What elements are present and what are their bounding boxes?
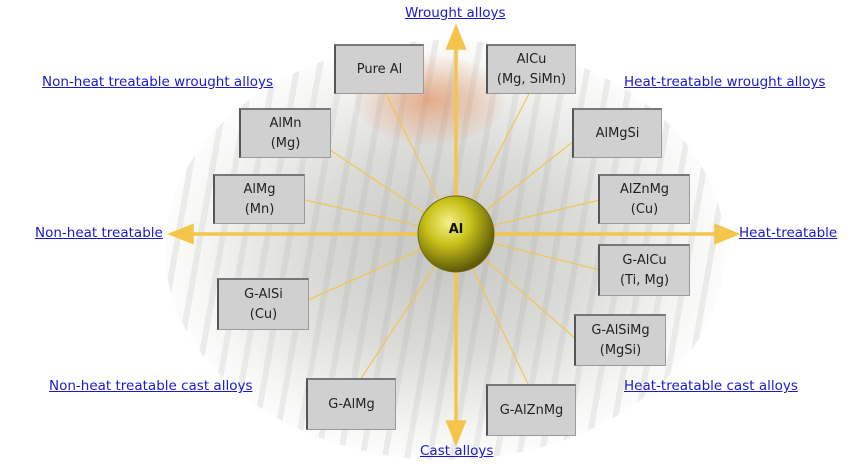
box-alcu: AlCu (Mg, SiMn) [486,44,576,94]
arrowhead-right [714,223,741,245]
link-wrought-alloys[interactable]: Wrought alloys [405,5,506,21]
box-g-alsimg: G-AlSiMg (MgSi) [574,314,666,366]
link-non-heat-treatable-wrought-alloys[interactable]: Non-heat treatable wrought alloys [42,74,273,90]
box-alznmg: AlZnMg (Cu) [598,174,690,224]
center-label: Al [448,222,464,237]
box-g-alcu: G-AlCu (Ti, Mg) [598,244,690,296]
arrowhead-left [167,223,194,245]
box-almgsi: AlMgSi [572,108,662,158]
link-cast-alloys[interactable]: Cast alloys [420,443,494,459]
box-g-alznmg: G-AlZnMg [486,384,576,436]
arrowhead-down [445,420,467,447]
link-heat-treatable-wrought-alloys[interactable]: Heat-treatable wrought alloys [624,74,826,90]
box-almn: AlMn (Mg) [239,108,331,158]
arrowhead-up [445,23,467,50]
box-pure-al: Pure Al [334,44,424,94]
link-heat-treatable-cast-alloys[interactable]: Heat-treatable cast alloys [624,378,798,394]
link-non-heat-treatable-cast-alloys[interactable]: Non-heat treatable cast alloys [49,378,253,394]
box-g-almg: G-AlMg [306,378,396,430]
center-sphere [417,195,495,273]
box-g-alsi: G-AlSi (Cu) [217,278,309,330]
box-almg: AlMg (Mn) [213,174,305,224]
link-non-heat-treatable[interactable]: Non-heat treatable [35,225,163,241]
link-heat-treatable[interactable]: Heat-treatable [739,225,838,241]
